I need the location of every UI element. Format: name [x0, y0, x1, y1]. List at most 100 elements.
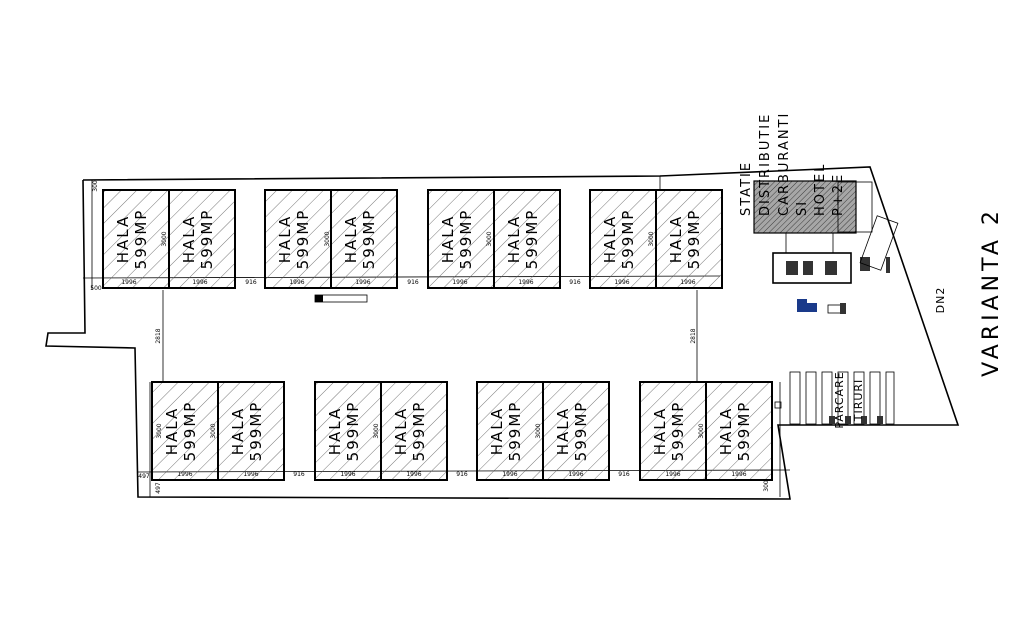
svg-text:DISTRIBUTIE: DISTRIBUTIE [758, 113, 773, 216]
hall-label-line2: 599MP [506, 401, 524, 462]
hall-label-line2: 599MP [669, 401, 687, 462]
halls-bottom [151, 381, 773, 481]
hall-block [639, 381, 707, 481]
dim-hall-depth: 3000 [373, 423, 380, 438]
hall-label-line2: 599MP [410, 401, 428, 462]
dim-hall-width: 1996 [614, 279, 629, 286]
station-line: STATIE [739, 161, 754, 216]
dim-gap: 916 [245, 279, 257, 286]
station-line: SI [795, 200, 810, 216]
svg-text:STATIE: STATIE [739, 161, 754, 216]
svg-text:HALA599MP: HALA599MP [439, 209, 475, 270]
station-line: CARBURANTI [777, 112, 792, 216]
hall-label-line1: HALA [667, 215, 685, 264]
station-label: STATIE DISTRIBUTIE CARBURANTI SI HOTEL P… [739, 112, 846, 216]
svg-text:HALA599MP: HALA599MP [505, 209, 541, 270]
hall-label-line1: HALA [180, 215, 198, 264]
fuel-canopy [772, 252, 852, 284]
dim-left-bottom: 497 [138, 473, 150, 480]
fuel-station-hotel [753, 180, 899, 314]
site-boundary [45, 166, 960, 500]
dim-hall-width: 1996 [731, 471, 746, 478]
svg-text:HALA599MP: HALA599MP [554, 401, 590, 462]
hall-label-line2: 599MP [360, 209, 378, 270]
hall-block [542, 381, 610, 481]
dim-gap: 916 [407, 279, 419, 286]
hall-block [427, 189, 495, 289]
hall-label-line2: 599MP [523, 209, 541, 270]
hall-label-line1: HALA [554, 407, 572, 456]
hall-label-line2: 599MP [247, 401, 265, 462]
dim-aisle: 2818 [155, 328, 162, 343]
dim-gap: 916 [293, 471, 305, 478]
dim-aisle: 2818 [690, 328, 697, 343]
dim-top-edge: 300 [92, 180, 99, 192]
svg-text:HALA599MP: HALA599MP [163, 401, 199, 462]
dim-hall-width: 1996 [680, 279, 695, 286]
svg-text:HOTEL: HOTEL [813, 163, 828, 216]
svg-text:HALA599MP: HALA599MP [276, 209, 312, 270]
svg-text:SI: SI [795, 200, 810, 216]
svg-text:HALA599MP: HALA599MP [229, 401, 265, 462]
road-label: DN2 [934, 287, 947, 314]
hall-label-line2: 599MP [344, 401, 362, 462]
svg-text:HALA599MP: HALA599MP [114, 209, 150, 270]
dim-hall-depth: 3000 [486, 231, 493, 246]
dim-hall-width: 1996 [518, 279, 533, 286]
dim-left-top: 500 [90, 285, 102, 292]
dim-hall-width: 1996 [177, 471, 192, 478]
hall-label-line2: 599MP [735, 401, 753, 462]
svg-text:CARBURANTI: CARBURANTI [777, 112, 792, 216]
dim-left-bottom: 497 [155, 482, 162, 494]
hall-block [264, 189, 332, 289]
hall-block [493, 189, 561, 289]
svg-text:HALA599MP: HALA599MP [392, 401, 428, 462]
hall-labels-bottom: HALA599MP HALA599MP HALA599MP HALA599MP … [163, 401, 753, 462]
station-line: P+2E [831, 173, 846, 216]
dim-hall-width: 1996 [340, 471, 355, 478]
hall-label-line1: HALA [114, 215, 132, 264]
hall-label-line2: 599MP [685, 209, 703, 270]
hall-block [380, 381, 448, 481]
dim-hall-width: 1996 [568, 471, 583, 478]
dim-hall-depth: 3000 [156, 423, 163, 438]
hall-label-line1: HALA [342, 215, 360, 264]
hall-labels-top: HALA599MP HALA599MP HALA599MP HALA599MP … [114, 209, 703, 270]
halls-top [102, 189, 723, 289]
hall-block [705, 381, 773, 481]
car-icon [797, 303, 817, 312]
truck-parking-line2: TIRURI [852, 379, 865, 423]
dim-hall-depth: 3000 [648, 231, 655, 246]
dim-hall-width: 1996 [665, 471, 680, 478]
dim-hall-depth: 3000 [698, 423, 705, 438]
station-line: HOTEL [813, 163, 828, 216]
hall-block [314, 381, 382, 481]
svg-text:HALA599MP: HALA599MP [667, 209, 703, 270]
dim-gap: 916 [456, 471, 468, 478]
dim-hall-depth: 3000 [210, 423, 217, 438]
dim-hall-width: 1996 [355, 279, 370, 286]
hall-label-line1: HALA [651, 407, 669, 456]
truck-parking: PARCARE TIRURI [774, 371, 895, 429]
hall-label-line1: HALA [229, 407, 247, 456]
svg-text:HALA599MP: HALA599MP [342, 209, 378, 270]
hall-block [655, 189, 723, 289]
svg-text:HALA599MP: HALA599MP [651, 401, 687, 462]
dimension-labels: 1996 1996 916 1996 1996 916 1996 1996 91… [90, 180, 770, 494]
dim-hall-width: 1996 [406, 471, 421, 478]
hall-label-line1: HALA [601, 215, 619, 264]
dim-top-edge: 300 [763, 480, 770, 492]
truck-parking-line1: PARCARE [833, 371, 846, 428]
dim-hall-depth: 3000 [324, 231, 331, 246]
vehicle-symbol [314, 294, 368, 303]
hall-block [151, 381, 219, 481]
hall-label-line1: HALA [326, 407, 344, 456]
hall-label-line1: HALA [717, 407, 735, 456]
hall-label-line1: HALA [163, 407, 181, 456]
hall-label-line2: 599MP [198, 209, 216, 270]
hall-label-line2: 599MP [181, 401, 199, 462]
hall-label-line2: 599MP [572, 401, 590, 462]
svg-text:HALA599MP: HALA599MP [601, 209, 637, 270]
hall-label-line1: HALA [392, 407, 410, 456]
